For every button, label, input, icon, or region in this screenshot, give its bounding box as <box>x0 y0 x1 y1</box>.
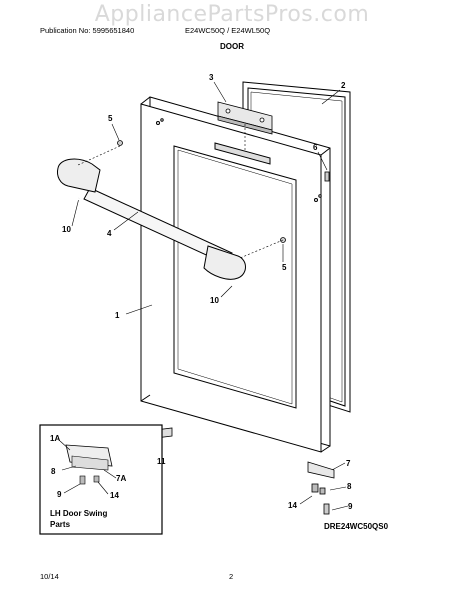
inset-callout-8: 8 <box>51 467 56 476</box>
drawing-code: DRE24WC50QS0 <box>324 522 389 531</box>
footer-page-number: 2 <box>229 572 234 581</box>
section-title: DOOR <box>220 42 244 51</box>
callout-8: 8 <box>347 482 352 491</box>
callout-6: 6 <box>313 143 318 152</box>
inset-callout-1a: 1A <box>50 434 60 443</box>
footer-date: 10/14 <box>40 572 59 581</box>
callout-14: 14 <box>288 501 297 510</box>
door-handle <box>57 158 246 280</box>
inset-callout-7a: 7A <box>116 474 126 483</box>
callout-9: 9 <box>348 502 353 511</box>
callout-2: 2 <box>341 81 346 90</box>
callout-3: 3 <box>209 73 214 82</box>
screws <box>117 140 330 243</box>
callout-10b: 10 <box>210 296 219 305</box>
callout-1: 1 <box>115 311 120 320</box>
callout-4: 4 <box>107 229 112 238</box>
callout-11: 11 <box>157 457 166 466</box>
leader-lines <box>71 81 349 511</box>
inset-caption-line2: Parts <box>50 520 71 529</box>
lh-door-inset <box>39 424 163 535</box>
callout-5a: 5 <box>108 114 113 123</box>
watermark: AppliancePartsPros.com <box>94 2 370 27</box>
callout-10a: 10 <box>62 225 71 234</box>
inset-callout-14: 14 <box>110 491 119 500</box>
inset-caption-line1: LH Door Swing <box>50 509 107 518</box>
publication-number: Publication No: 5995651840 <box>40 26 135 35</box>
bottom-hinge <box>307 461 335 515</box>
inset-callout-9: 9 <box>57 490 62 499</box>
callout-7: 7 <box>346 459 351 468</box>
model-numbers: E24WC50Q / E24WL50Q <box>185 26 271 35</box>
callout-5b: 5 <box>282 263 287 272</box>
